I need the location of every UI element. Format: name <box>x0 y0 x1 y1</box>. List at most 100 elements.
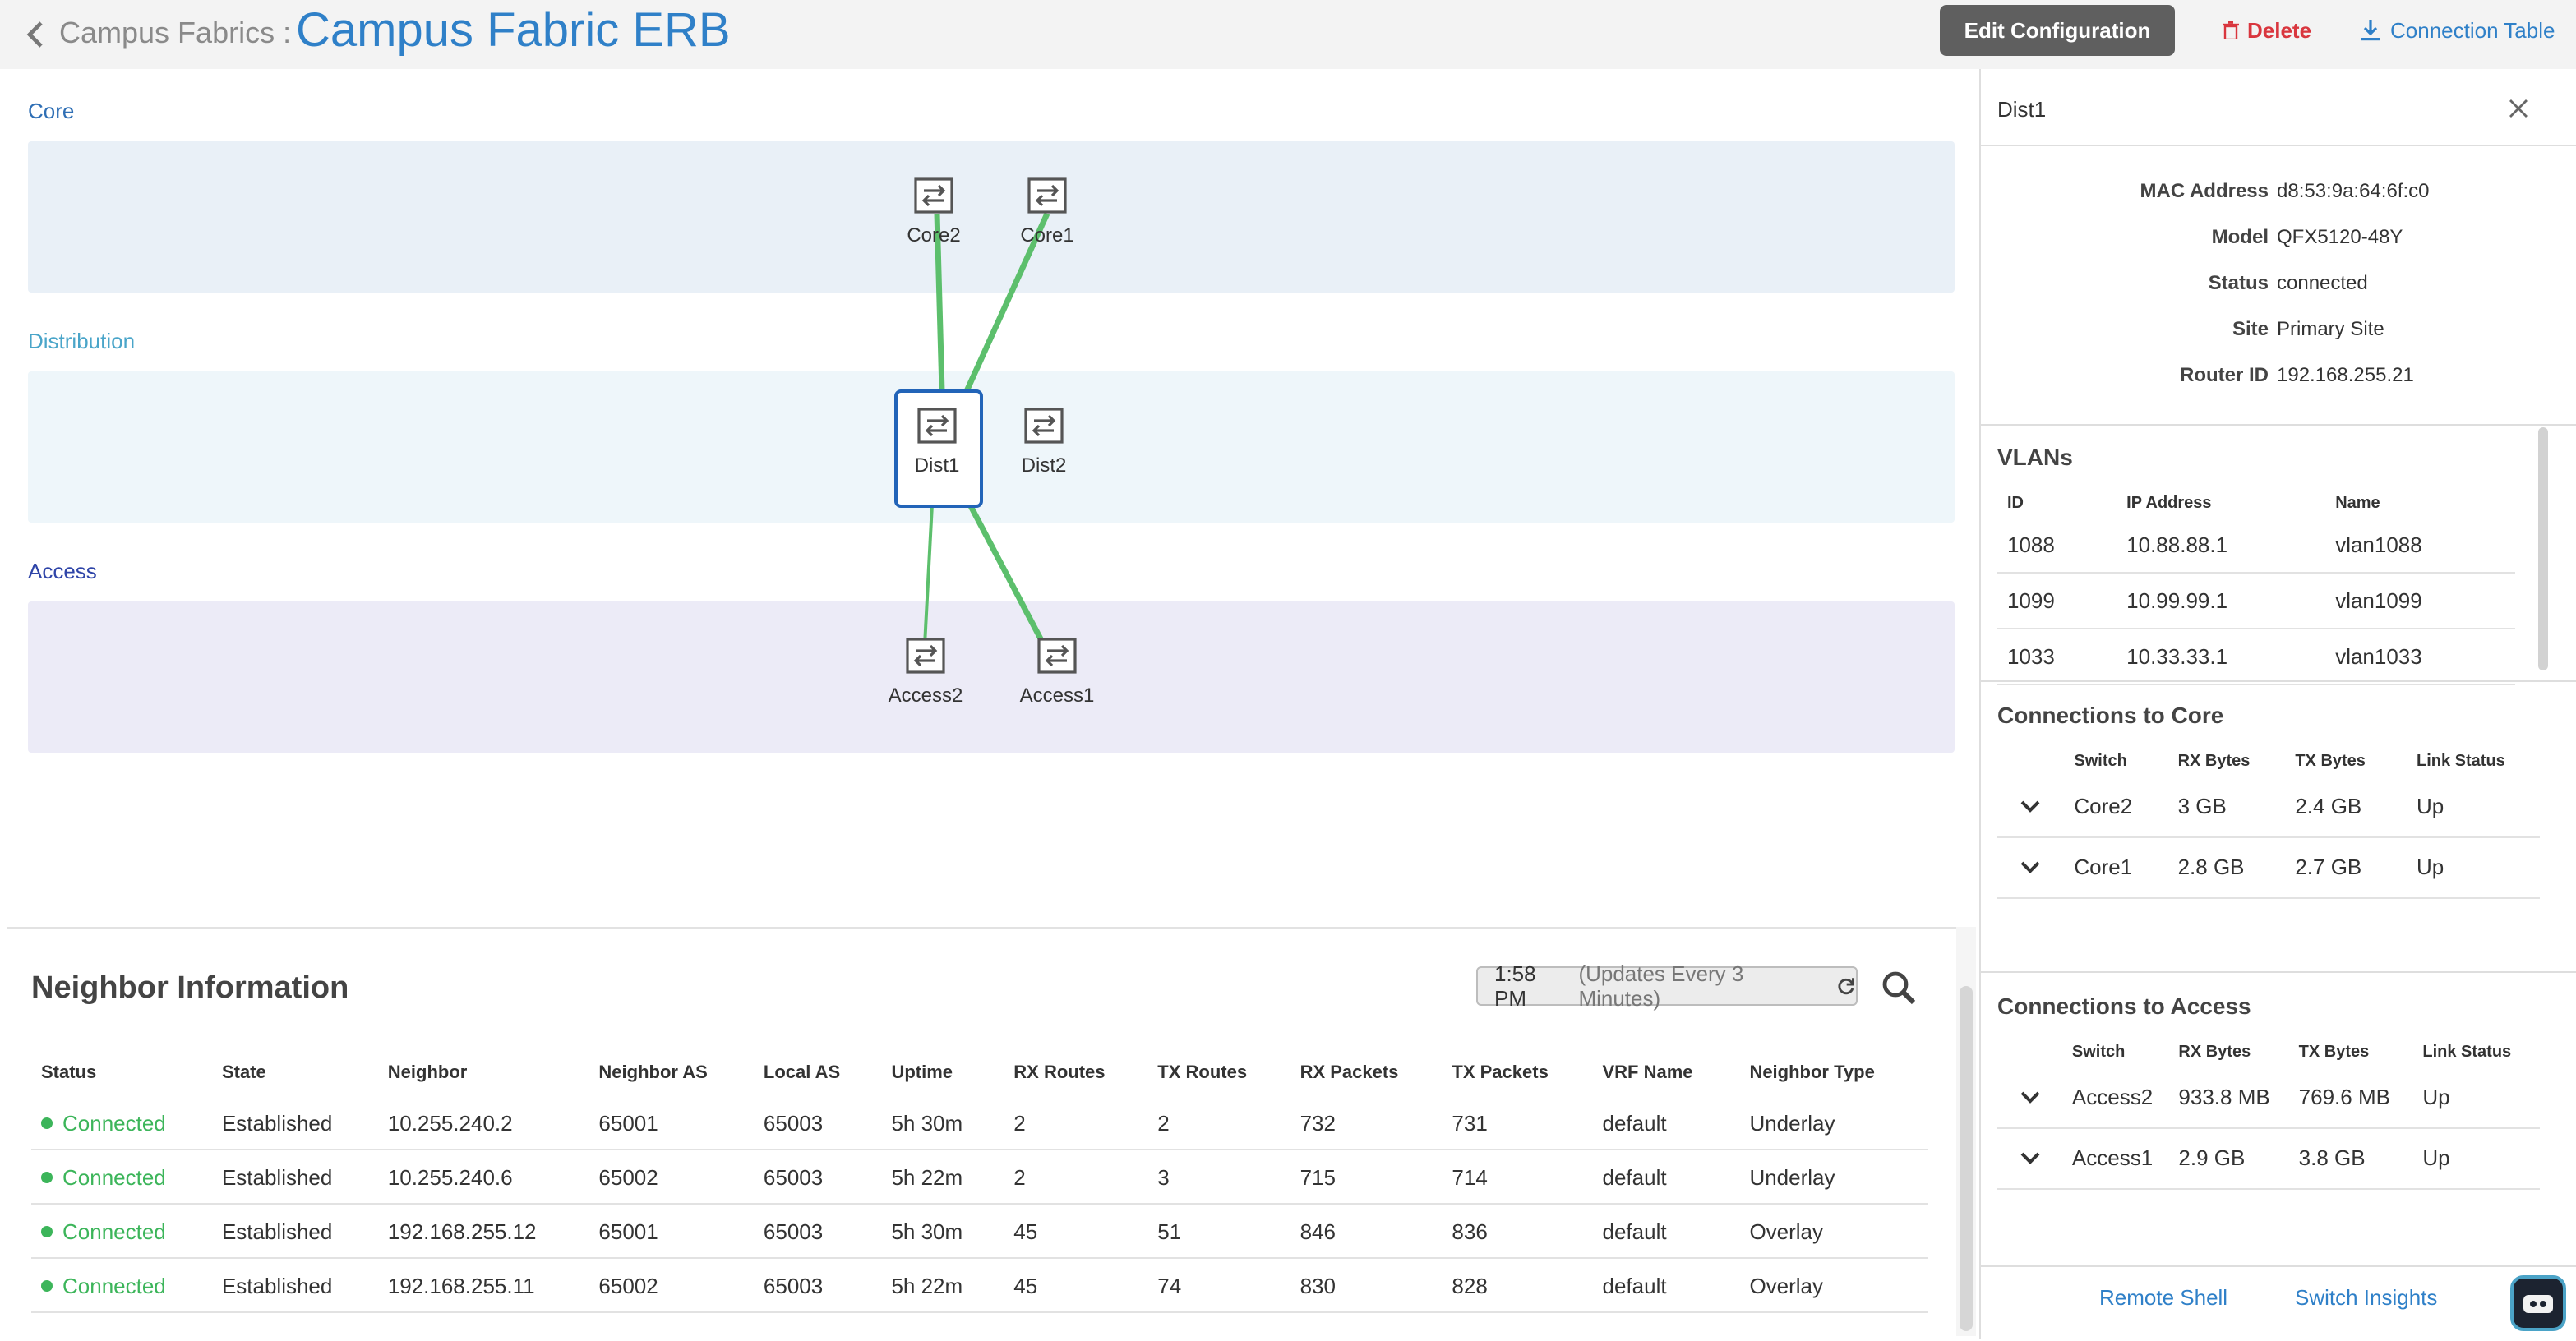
status-cell: Connected <box>31 1258 212 1313</box>
cell-neighbor: 192.168.255.12 <box>377 1204 589 1259</box>
chevron-down-icon[interactable] <box>2020 800 2040 813</box>
link-dist1-access1[interactable] <box>967 503 1055 662</box>
cell-neighbor: 10.255.240.2 <box>377 1096 589 1150</box>
node-dist1[interactable]: Dist1 <box>893 408 981 477</box>
node-label-access1: Access1 <box>1019 684 1095 707</box>
refresh-timestamp[interactable]: 1:58 PM (Updates Every 3 Minutes) <box>1476 961 1858 1011</box>
status-text: Connected <box>62 1273 166 1297</box>
access-conn-column-header[interactable]: Link Status <box>2422 1043 2512 1061</box>
expand-cell[interactable] <box>1997 1067 2062 1128</box>
access-conn-column-header[interactable]: TX Bytes <box>2298 1043 2370 1061</box>
refresh-icon[interactable] <box>1837 976 1856 996</box>
breadcrumb[interactable]: Campus Fabrics : <box>59 16 292 49</box>
link-dist1-access2[interactable] <box>922 504 934 661</box>
timestamp: 1:58 PM <box>1494 961 1536 1011</box>
cell-rx-routes: 45 <box>1004 1258 1148 1313</box>
core-conn-cell-tx: 2.4 GB <box>2285 776 2407 837</box>
vlans-scrollbar-thumb[interactable] <box>2538 427 2548 670</box>
column-header[interactable]: RX Routes <box>1013 1063 1106 1083</box>
node-label-access2: Access2 <box>888 684 963 707</box>
connection-table-button[interactable]: Connection Table <box>2361 18 2555 43</box>
remote-shell-link[interactable]: Remote Shell <box>2099 1285 2228 1310</box>
cell-neighbor-as: 65001 <box>589 1204 754 1259</box>
core-conn-cell-switch: Core2 <box>2064 776 2168 837</box>
column-header[interactable]: VRF Name <box>1602 1063 1693 1083</box>
vlan-cell-name: vlan1088 <box>2325 518 2515 574</box>
vlan-column-header[interactable]: IP Address <box>2126 494 2212 512</box>
link-core1-dist1[interactable] <box>963 212 1050 393</box>
vlan-column-header[interactable]: ID <box>2007 494 2024 512</box>
cell-state: Established <box>211 1204 378 1259</box>
column-header[interactable]: Local AS <box>763 1063 841 1083</box>
node-access2[interactable]: Access2 <box>881 638 970 707</box>
divider <box>1981 680 2576 682</box>
column-header[interactable]: TX Routes <box>1157 1063 1248 1083</box>
node-core2[interactable]: Core2 <box>889 177 978 247</box>
cell-state: Established <box>211 1096 378 1150</box>
status-text: Connected <box>62 1219 166 1243</box>
connections-to-core-title: Connections to Core <box>1997 702 2224 728</box>
edit-configuration-button[interactable]: Edit Configuration <box>1940 5 2175 56</box>
cell-local-as: 65003 <box>753 1150 882 1205</box>
link-core2-dist1[interactable] <box>934 213 945 392</box>
core-conn-column-header[interactable]: TX Bytes <box>2295 752 2366 770</box>
chevron-down-icon[interactable] <box>2020 861 2040 874</box>
column-header[interactable]: State <box>221 1063 266 1083</box>
expand-cell[interactable] <box>1997 1127 2062 1189</box>
access-conn-column-header[interactable]: Switch <box>2071 1043 2126 1061</box>
connections-to-access-table: Switch RX Bytes TX Bytes Link Status Access… <box>1997 1037 2540 1189</box>
page-title: Campus Fabric ERB <box>296 5 731 58</box>
chevron-down-icon[interactable] <box>2020 1152 2040 1165</box>
node-dist2[interactable]: Dist2 <box>999 408 1088 477</box>
column-header[interactable]: TX Packets <box>1452 1063 1549 1083</box>
column-header[interactable]: Status <box>41 1063 97 1083</box>
switch-icon <box>917 408 957 444</box>
switch-insights-link[interactable]: Switch Insights <box>2295 1285 2438 1310</box>
column-header[interactable]: RX Packets <box>1300 1063 1399 1083</box>
core-conn-column-header[interactable]: RX Bytes <box>2177 752 2251 770</box>
distribution-layer-band <box>28 371 1955 523</box>
detail-value: connected <box>2277 271 2368 294</box>
search-icon[interactable] <box>1881 970 1917 1006</box>
core-conn-cell-rx: 3 GB <box>2167 776 2286 837</box>
cell-rx-packets: 732 <box>1290 1096 1443 1150</box>
close-icon[interactable] <box>2507 97 2530 120</box>
column-header[interactable]: Neighbor Type <box>1749 1063 1875 1083</box>
core-conn-cell-rx: 2.8 GB <box>2167 836 2286 898</box>
node-access1[interactable]: Access1 <box>1013 638 1101 707</box>
core-conn-column-header[interactable]: Link Status <box>2417 752 2505 770</box>
neighbor-scrollbar-thumb[interactable] <box>1960 986 1973 1331</box>
chevron-down-icon[interactable] <box>2020 1091 2040 1104</box>
access-conn-column-header[interactable]: RX Bytes <box>2178 1043 2251 1061</box>
neighbor-table: Status State Neighbor Neighbor AS Local AS Up… <box>31 1060 1928 1313</box>
core-conn-column-header[interactable]: Switch <box>2074 752 2127 770</box>
vlan-column-header[interactable]: Name <box>2335 494 2380 512</box>
cell-tx-packets: 836 <box>1442 1204 1593 1259</box>
assistant-bot-button[interactable] <box>2510 1275 2566 1331</box>
delete-button[interactable]: Delete <box>2223 18 2311 43</box>
cell-neighbor: 192.168.255.11 <box>377 1258 589 1313</box>
chevron-left-icon[interactable] <box>23 18 49 51</box>
switch-icon <box>1037 638 1077 674</box>
node-core1[interactable]: Core1 <box>1003 177 1092 247</box>
node-label-dist2: Dist2 <box>1021 454 1067 477</box>
column-header[interactable]: Neighbor AS <box>598 1063 708 1083</box>
expand-cell[interactable] <box>1997 776 2065 837</box>
expand-cell[interactable] <box>1997 836 2065 898</box>
column-header[interactable]: Uptime <box>891 1063 953 1083</box>
column-header[interactable]: Neighbor <box>387 1063 468 1083</box>
cell-tx-routes: 2 <box>1147 1096 1290 1150</box>
